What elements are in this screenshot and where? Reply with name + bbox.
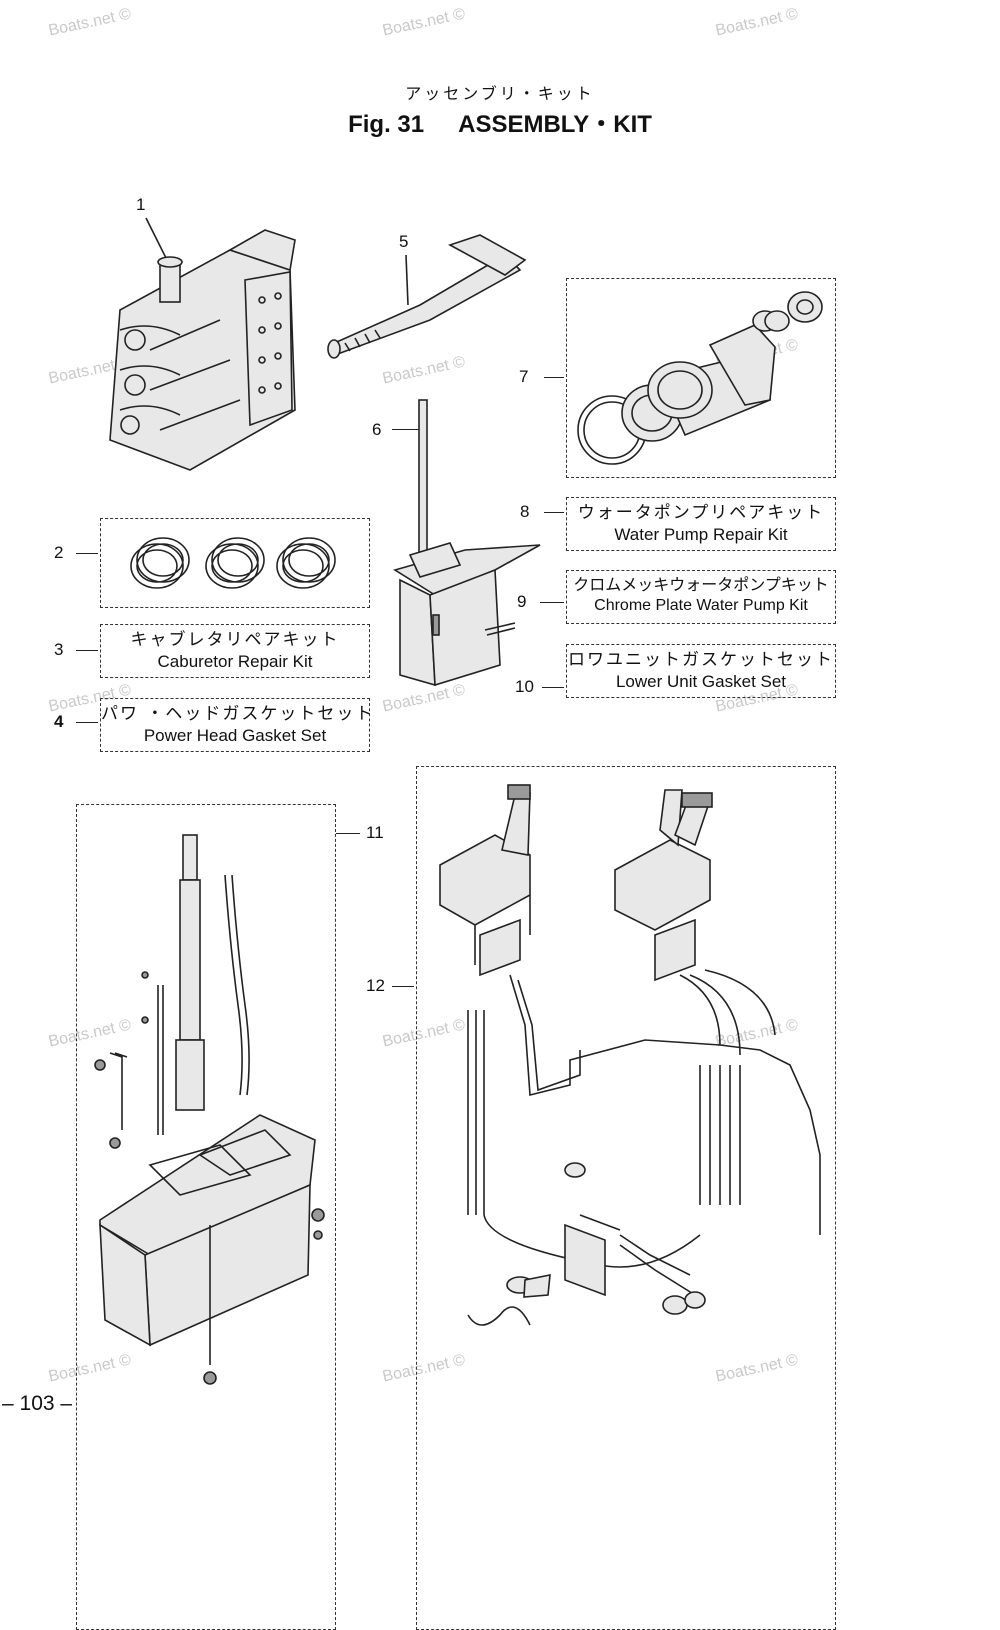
drive-shaft-housing-drawing — [327, 234, 527, 359]
leader-line — [336, 833, 360, 834]
kit-box-piston-rings — [100, 518, 370, 608]
callout-12: 12 — [366, 976, 385, 995]
callout-5: 5 — [399, 232, 409, 251]
kit-name-english: Chrome Plate Water Pump Kit — [594, 597, 808, 614]
piston-rings-drawing — [130, 537, 336, 589]
kit-water-pump-repair: ウォータポンプリペアキット Water Pump Repair Kit — [566, 497, 836, 551]
callout-9: 9 — [517, 592, 527, 611]
kit-power-head-gasket: パワ ・ヘッドガスケットセット Power Head Gasket Set — [100, 698, 375, 752]
callout-11: 11 — [366, 823, 384, 842]
title-japanese: アッセンブリ・キット — [405, 84, 595, 103]
page-number: – 103 – — [2, 1392, 73, 1415]
power-head-drawing — [109, 217, 296, 471]
leader-line — [542, 687, 564, 688]
callout-8: 8 — [520, 502, 530, 521]
kit-lower-unit-gasket: ロワユニットガスケットセット Lower Unit Gasket Set — [566, 644, 836, 698]
callout-6: 6 — [372, 420, 382, 439]
leader-line — [392, 429, 422, 430]
callout-7: 7 — [519, 367, 529, 386]
figure-label: Fig. 31 — [348, 111, 425, 138]
remote-control-drawing — [439, 784, 821, 1326]
watermark: Boats.net © — [714, 5, 800, 40]
leader-line — [76, 553, 98, 554]
kit-carburetor-repair: キャブレタリペアキット Caburetor Repair Kit — [100, 624, 370, 678]
kit-name-japanese: パワ ・ヘッドガスケットセット — [101, 704, 375, 724]
leader-line — [544, 377, 564, 378]
kit-name-english: Water Pump Repair Kit — [614, 525, 788, 544]
callout-10: 10 — [515, 677, 534, 696]
leader-line — [76, 722, 98, 723]
leader-line — [544, 512, 564, 513]
leader-line — [76, 650, 98, 651]
kit-name-japanese: クロムメッキウォータポンプキット — [573, 575, 829, 594]
kit-name-english: Power Head Gasket Set — [143, 726, 327, 745]
watermark: Boats.net © — [381, 5, 467, 40]
figure-title: Fig. 31 ASSEMBLY・KIT — [0, 104, 1000, 139]
kit-name-english: Caburetor Repair Kit — [157, 652, 313, 671]
lower-unit-drawing — [393, 399, 541, 687]
leader-line — [540, 602, 564, 603]
kit-name-english: Lower Unit Gasket Set — [615, 672, 787, 691]
callout-1: 1 — [136, 195, 146, 214]
kit-box-water-pump-parts — [566, 278, 836, 478]
leader-line — [392, 986, 414, 987]
kit-name-japanese: ウォータポンプリペアキット — [577, 503, 825, 523]
water-pump-drawing — [577, 291, 823, 465]
callout-3: 3 — [54, 640, 64, 659]
callout-2: 2 — [54, 543, 64, 562]
figure-name: ASSEMBLY・KIT — [458, 111, 652, 138]
kit-name-japanese: ロワユニットガスケットセット — [568, 650, 834, 670]
kit-name-japanese: キャブレタリペアキット — [130, 630, 340, 650]
watermark: Boats.net © — [47, 5, 133, 40]
kit-chrome-plate-water-pump: クロムメッキウォータポンプキット Chrome Plate Water Pump… — [566, 570, 836, 624]
callout-4: 4 — [54, 712, 64, 731]
exhaust-guide-drawing — [94, 834, 325, 1385]
